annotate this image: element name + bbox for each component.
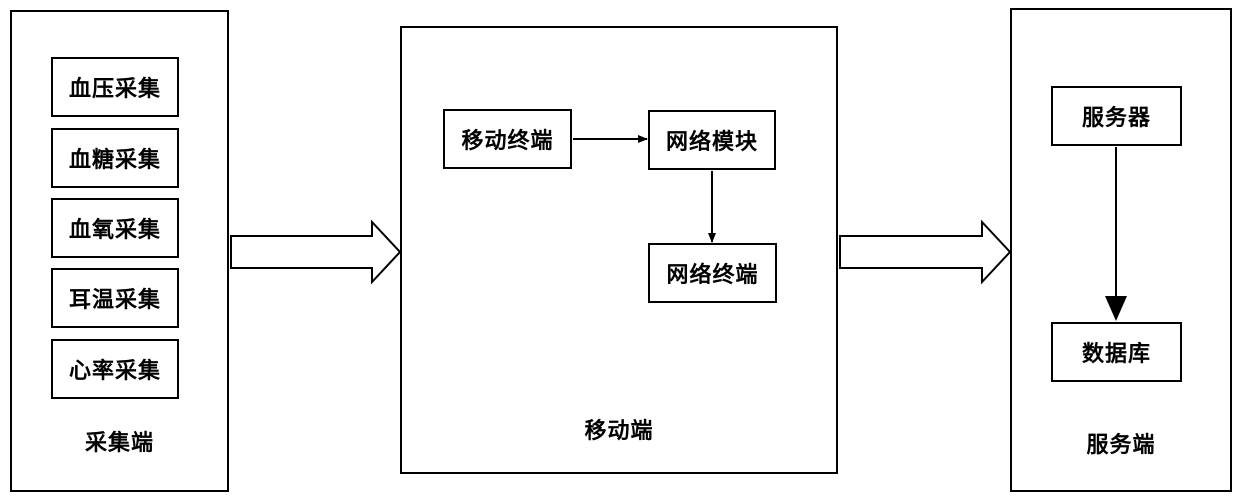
mobile-to-server-arrow: [840, 222, 1010, 282]
server-to-database-arrowhead: [1105, 296, 1127, 321]
collection-to-mobile-arrow: [231, 222, 400, 282]
